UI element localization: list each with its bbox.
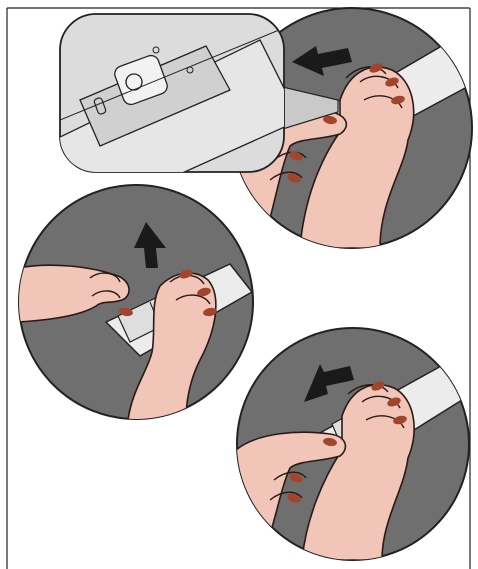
step-3-panel	[236, 328, 478, 560]
step-2-panel	[18, 185, 253, 420]
